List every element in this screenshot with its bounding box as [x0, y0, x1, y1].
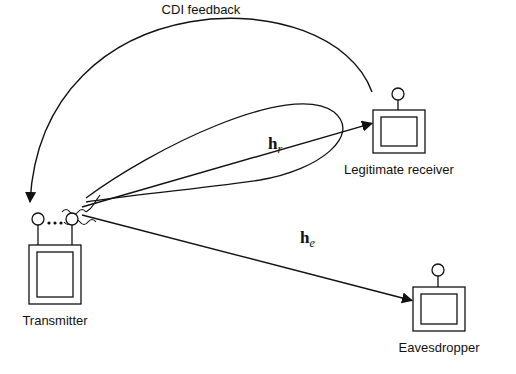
channel-symbol: he [298, 228, 317, 251]
device-node: Legitimate receiver [372, 86, 426, 154]
device-icon [28, 205, 82, 305]
device-icon [372, 86, 426, 154]
edge-label: CDI feedback [160, 2, 243, 17]
device-icon [412, 262, 466, 332]
arrow-connector [82, 215, 412, 301]
device-label: Transmitter [22, 313, 87, 328]
device-label: Eavesdropper [399, 340, 480, 355]
device-node: Transmitter [28, 205, 82, 305]
beam-lobe [86, 104, 343, 202]
channel-symbol: hr [266, 134, 284, 157]
device-node: Eavesdropper [412, 262, 466, 332]
arrow-connector [30, 18, 372, 202]
device-label: Legitimate receiver [344, 162, 454, 177]
arrow-connector [82, 123, 372, 207]
wave-squiggles [62, 195, 100, 225]
